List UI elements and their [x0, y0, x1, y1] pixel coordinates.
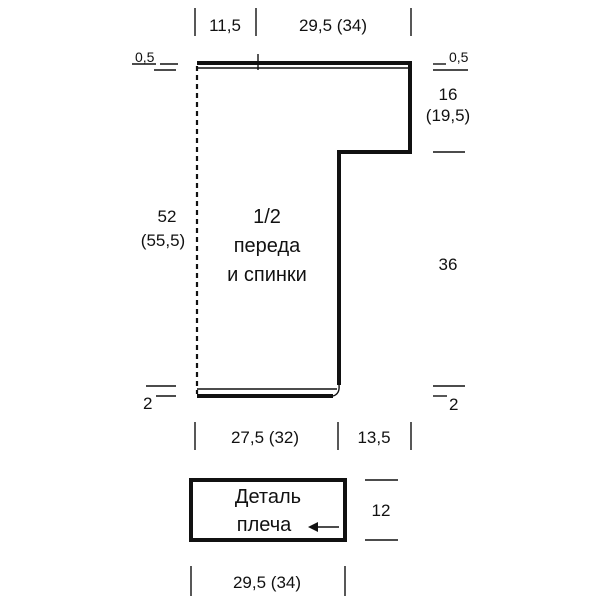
shoulder-piece-height: 12	[372, 501, 391, 520]
arrow-left-icon	[308, 522, 339, 532]
bottom-dimension-ticks	[194, 422, 412, 450]
left-height-2: (55,5)	[141, 231, 185, 250]
shoulder-piece-label-2: плеча	[237, 514, 292, 536]
shoulder-piece-width: 29,5 (34)	[233, 573, 301, 592]
body-label-back: и спинки	[227, 264, 307, 286]
right-top-offset: 0,5	[449, 49, 469, 65]
body-piece-outline	[195, 54, 412, 398]
body-label-fraction: 1/2	[253, 206, 281, 228]
left-height-1: 52	[158, 207, 177, 226]
top-left-width: 11,5	[209, 16, 241, 35]
right-shoulder-2: (19,5)	[426, 106, 470, 125]
body-label-front: переда	[234, 235, 301, 257]
left-top-offset: 0,5	[135, 49, 155, 65]
shoulder-piece-outline	[189, 478, 347, 542]
bottom-left-width: 27,5 (32)	[231, 428, 299, 447]
left-bottom-offset: 2	[143, 394, 152, 413]
bottom-right-width: 13,5	[357, 428, 390, 447]
right-shoulder-1: 16	[439, 85, 458, 104]
right-height: 36	[439, 255, 458, 274]
top-right-width: 29,5 (34)	[299, 16, 367, 35]
right-bottom-offset: 2	[449, 395, 458, 414]
top-dimension-ticks	[194, 8, 412, 36]
shoulder-piece-label-1: Деталь	[235, 486, 301, 508]
